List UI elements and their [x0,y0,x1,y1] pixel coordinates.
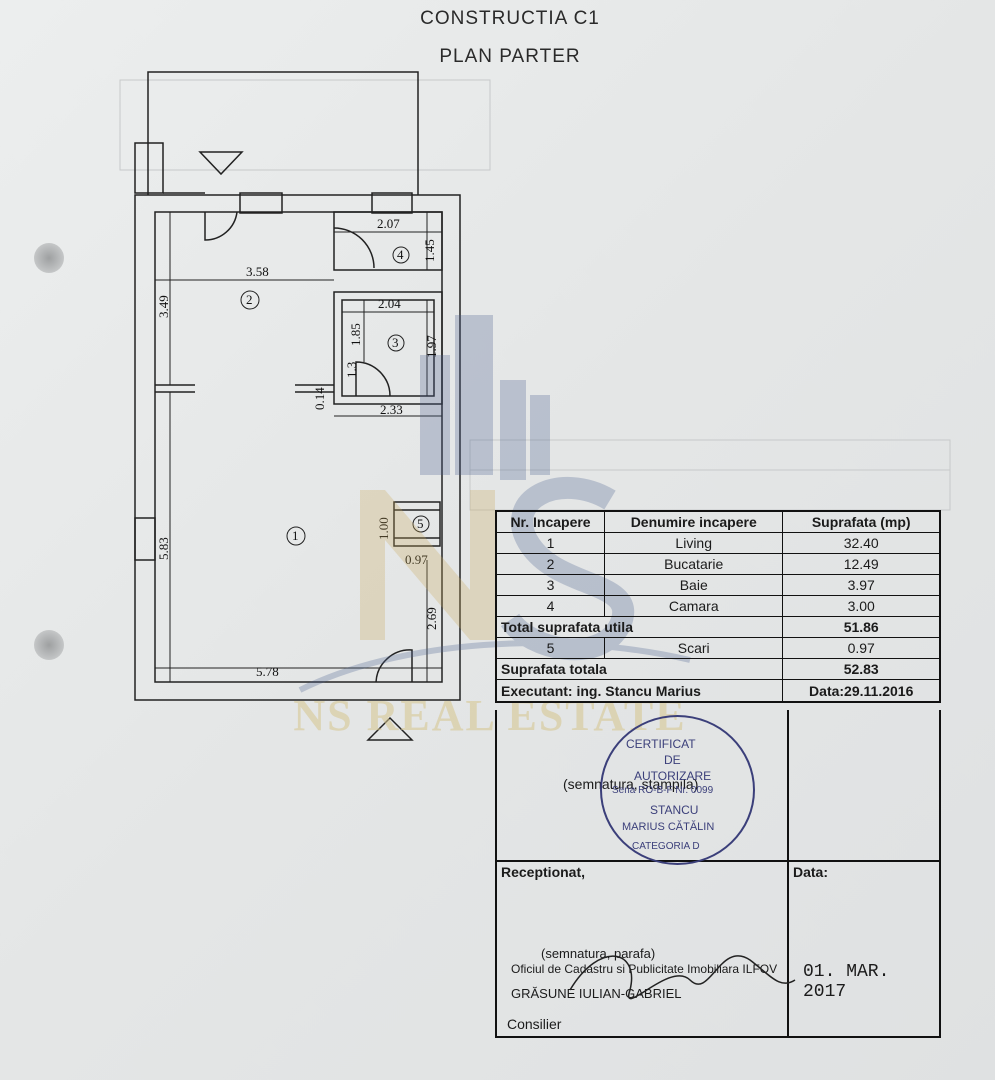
receptionat-caption: (semnatura, parafa) [541,946,656,961]
cell-nr: 5 [546,640,555,656]
signature-box: (semnatura, stampila) Receptionat, Data:… [495,710,941,1038]
plan-title: CONSTRUCTIA C1 [420,8,600,29]
official-role: Consilier [507,1016,562,1032]
dim-label: 2.04 [378,296,401,311]
watermark-logo [298,315,691,693]
column-header: Nr. Incapere [510,514,591,530]
table-row: 2 Bucatarie 12.49 [497,554,939,575]
dim-label: 1.3 [344,362,359,378]
receptionat-label: Receptionat, [501,864,586,880]
dim-label: 2.33 [380,402,403,417]
stamp-line: DE [664,753,681,767]
stamp-line: CATEGORIA D [632,841,700,852]
dim-label: 0.14 [312,387,327,410]
certification-stamp: CERTIFICAT DE AUTORIZARE Seria RO-B-F Nr… [600,715,755,865]
stamp-line: CERTIFICAT [626,737,696,751]
dim-label: 5.78 [256,664,279,679]
room-number: 5 [417,516,424,531]
dim-label: 3.58 [246,264,269,279]
punch-hole [34,630,64,660]
cell-area: 3.00 [782,596,939,616]
dim-label: 1.97 [424,335,439,358]
total-label: Suprafata totala [501,661,607,677]
dim-label: 2.07 [377,216,400,231]
signature-scribble [569,955,796,1000]
punch-hole [34,243,64,273]
stamp-line: Seria RO-B-F Nr. 0099 [612,785,714,796]
area-table: Nr. Incapere Denumire incapere Suprafata… [495,510,941,703]
dim-label: 2.69 [424,607,439,630]
dim-label: 0.97 [405,552,428,567]
cell-area: 3.97 [782,575,939,595]
cell-area: 12.49 [782,554,939,574]
column-header: Denumire incapere [604,512,782,532]
official-name: GRĂSUNE IULIAN-GABRIEL [511,986,682,1001]
total-util-value: 51.86 [782,617,939,637]
room-number: 4 [397,247,404,262]
cell-area: 32.40 [782,533,939,553]
cell-area: 0.97 [782,638,939,658]
room-number: 1 [292,528,299,543]
column-header: Suprafata (mp) [782,512,939,532]
dim-label: 1.00 [376,517,391,540]
stamp-line: STANCU [650,803,699,817]
stamp-line: MARIUS CĂTĂLIN [622,821,715,833]
room-number: 2 [246,292,253,307]
dim-label: 1.85 [348,323,363,346]
dim-label: 5.83 [156,537,171,560]
data-label: Data: [793,864,829,880]
total-row: Suprafata totala 52.83 [497,659,939,680]
total-util-label: Total suprafata utila [501,619,633,635]
cell-nr: 2 [546,556,555,572]
cell-name: Baie [604,575,782,595]
cell-nr: 4 [546,598,555,614]
room-number: 3 [392,335,399,350]
cell-name: Living [604,533,782,553]
table-row: 3 Baie 3.97 [497,575,939,596]
dim-label: 3.49 [156,295,171,318]
table-row: 1 Living 32.40 [497,533,939,554]
cell-name: Camara [604,596,782,616]
executant-date: Data:29.11.2016 [782,680,939,701]
table-header: Nr. Incapere Denumire incapere Suprafata… [497,512,939,533]
table-row: 5 Scari 0.97 [497,638,939,659]
stamp-line: AUTORIZARE [634,769,712,783]
cell-name: Bucatarie [604,554,782,574]
dim-label: 1.45 [422,239,437,262]
cell-name: Scari [604,638,782,658]
executant-row: Executant: ing. Stancu Marius Data:29.11… [497,680,939,701]
cell-nr: 3 [546,577,555,593]
executant-label: Executant: ing. Stancu Marius [501,682,701,699]
table-row: 4 Camara 3.00 [497,596,939,617]
stamp-date: 01. MAR. 2017 [803,962,890,1002]
plan-subtitle: PLAN PARTER [439,46,581,67]
office-name: Oficiul de Cadastru si Publicitate Imobi… [511,962,778,976]
cell-nr: 1 [546,535,555,551]
total-value: 52.83 [782,659,939,679]
total-util-row: Total suprafata utila 51.86 [497,617,939,638]
watermark-text: NS REAL ESTATE [293,691,687,740]
